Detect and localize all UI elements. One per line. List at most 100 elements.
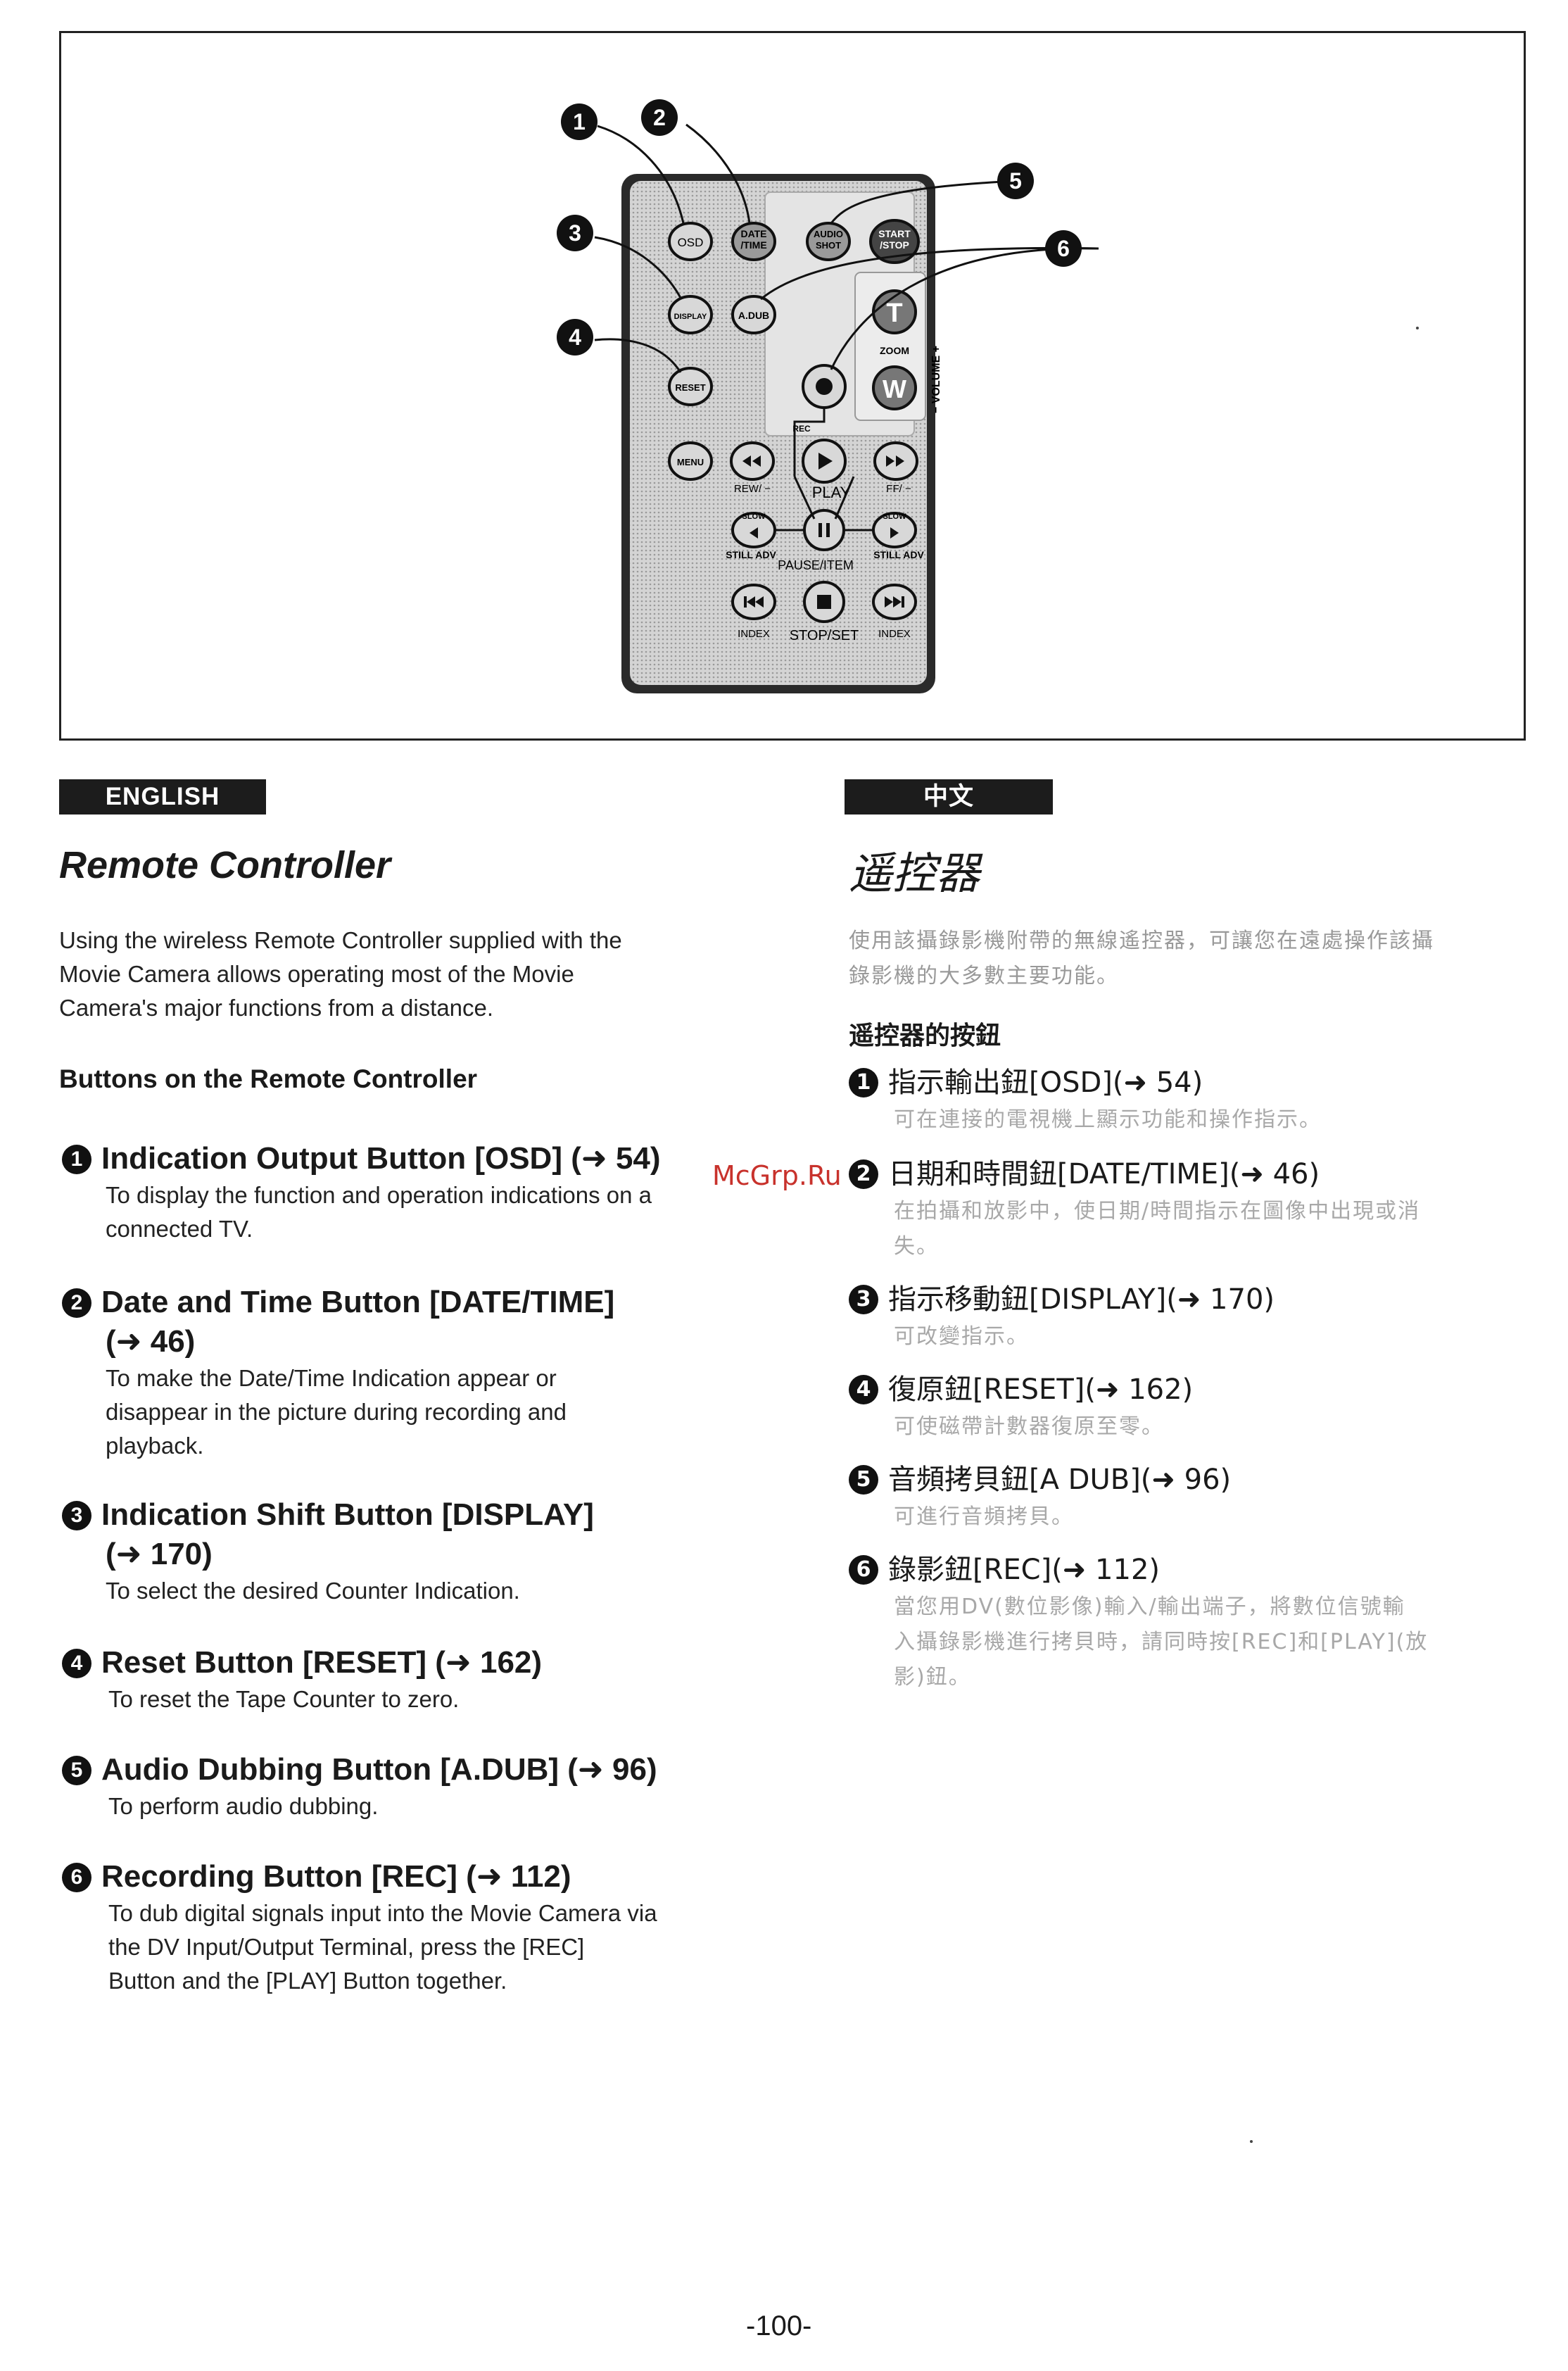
chinese-intro: 使用該攝錄影機附帶的無線遙控器，可讓您在遠處操作該攝 錄影機的大多數主要功能。 (849, 924, 1434, 994)
start-stop-button: START /STOP (869, 219, 920, 264)
svg-text:3: 3 (569, 220, 581, 246)
item-desc-line: 可改變指示。 (894, 1324, 1029, 1349)
item-title: 指示輸出鈕[OSD](➜ 54) (888, 1067, 1203, 1099)
stop-button (803, 581, 845, 623)
osd-button: OSD (668, 222, 713, 261)
svg-text:RESET: RESET (675, 382, 705, 393)
rew-button (730, 441, 775, 481)
date-time-button: DATE /TIME (731, 222, 776, 261)
play-button (802, 439, 847, 484)
item-title: Indication Shift Button [DISPLAY] (101, 1497, 594, 1532)
callout-5: 5 (997, 163, 1034, 199)
index-next-button (872, 584, 917, 620)
ff-button (873, 441, 918, 481)
reset-button: RESET (668, 367, 713, 406)
item-number-badge: 3 (62, 1501, 91, 1530)
item-desc-line: To display the function and operation in… (106, 1182, 652, 1208)
chinese-item-reset: 4 復原鈕[RESET](➜ 162) 可使磁帶計數器復原至零。 (849, 1370, 1193, 1445)
svg-text:/TIME: /TIME (740, 239, 766, 251)
adub-button: A.DUB (731, 295, 776, 334)
item-title: 復原鈕[RESET](➜ 162) (888, 1373, 1194, 1406)
chinese-section-tab: 中文 (845, 779, 1053, 815)
chinese-intro-line: 錄影機的大多數主要功能。 (849, 964, 1119, 988)
item-title: Reset Button [RESET] (➜ 162) (101, 1645, 543, 1680)
callout-leaders (594, 123, 1099, 373)
item-desc-line: 可進行音頻拷貝。 (894, 1504, 1074, 1529)
item-desc-line: 失。 (894, 1234, 939, 1259)
slow-fwd-button: SLOW (872, 512, 917, 548)
item-title-cont: (➜ 46) (106, 1324, 196, 1359)
svg-text:6: 6 (1057, 236, 1070, 261)
item-title: Date and Time Button [DATE/TIME] (101, 1285, 615, 1319)
item-number-badge: 2 (849, 1159, 878, 1189)
chinese-title: 遥控器 (849, 848, 980, 899)
item-number-badge: 6 (62, 1863, 91, 1892)
stop-set-label: STOP/SET (790, 628, 859, 643)
item-desc-line: Button and the [PLAY] Button together. (108, 1968, 507, 1994)
svg-text:1: 1 (573, 109, 586, 134)
page-number: -100- (746, 2310, 812, 2341)
svg-text:T: T (886, 298, 902, 328)
english-subhead: Buttons on the Remote Controller (59, 1064, 478, 1093)
still-adv-right-label: STILL ADV (873, 549, 924, 560)
zoom-label: ZOOM (880, 345, 909, 356)
english-intro-line: Using the wireless Remote Controller sup… (59, 927, 622, 953)
item-title: Recording Button [REC] (➜ 112) (101, 1859, 571, 1894)
svg-text:AUDIO: AUDIO (814, 229, 843, 239)
item-desc-line: To perform audio dubbing. (108, 1793, 379, 1819)
item-desc-line: 影)鈕。 (894, 1665, 971, 1690)
svg-text:/STOP: /STOP (880, 239, 909, 251)
remote-controller-illustration: OSD DATE /TIME AUDIO SHOT START /STOP DI… (557, 99, 1099, 693)
svg-text:START: START (878, 228, 911, 239)
figure-frame: OSD DATE /TIME AUDIO SHOT START /STOP DI… (59, 31, 1526, 741)
menu-button: MENU (668, 441, 713, 481)
english-section-tab: ENGLISH (59, 779, 266, 815)
item-desc-line: To reset the Tape Counter to zero. (108, 1686, 460, 1712)
item-desc-line: connected TV. (106, 1216, 253, 1242)
item-desc-line: 在拍攝和放影中，使日期/時間指示在圖像中出現或消 (894, 1199, 1421, 1224)
pause-item-label: PAUSE/ITEM (778, 558, 854, 572)
item-desc-line: playback. (106, 1433, 204, 1459)
callout-4: 4 (557, 319, 593, 356)
scan-speck (1250, 2140, 1253, 2143)
svg-text:SLOW: SLOW (742, 512, 766, 521)
item-number-badge: 4 (849, 1375, 878, 1404)
item-title-cont: (➜ 170) (106, 1537, 213, 1571)
item-number-badge: 6 (849, 1555, 878, 1585)
item-desc-line: 當您用DV(數位影像)輸入/輸出端子，將數位信號輸 (894, 1595, 1405, 1619)
svg-text:5: 5 (1009, 168, 1022, 194)
volume-label: − VOLUME + (930, 346, 942, 413)
svg-text:W: W (883, 375, 906, 403)
rec-button (802, 364, 847, 409)
watermark-text: McGrp.Ru (712, 1160, 842, 1191)
index-left-label: INDEX (738, 628, 770, 640)
item-title: Audio Dubbing Button [A.DUB] (➜ 96) (101, 1752, 657, 1787)
item-desc-line: the DV Input/Output Terminal, press the … (108, 1934, 585, 1960)
ff-label: FF/ − (886, 483, 911, 495)
zoom-w-button: W (872, 365, 917, 410)
item-desc-line: 可在連接的電視機上顯示功能和操作指示。 (894, 1107, 1322, 1132)
slow-rev-button: SLOW (731, 512, 776, 548)
audio-shot-button: AUDIO SHOT (806, 222, 851, 261)
item-desc-line: 入攝錄影機進行拷貝時，請同時按[REC]和[PLAY](放 (894, 1630, 1429, 1654)
english-title: Remote Controller (59, 844, 391, 886)
callout-1: 1 (561, 103, 598, 140)
item-title: 錄影鈕[REC](➜ 112) (888, 1554, 1160, 1586)
pause-button (803, 509, 845, 551)
item-desc-line: To make the Date/Time Indication appear … (106, 1365, 557, 1391)
svg-text:SLOW: SLOW (883, 512, 907, 521)
svg-text:SHOT: SHOT (816, 240, 841, 251)
english-intro: Using the wireless Remote Controller sup… (59, 924, 622, 1025)
rec-label: REC (792, 424, 811, 434)
callout-3: 3 (557, 215, 593, 251)
item-title: 指示移動鈕[DISPLAY](➜ 170) (888, 1283, 1275, 1316)
item-desc-line: 可使磁帶計數器復原至零。 (894, 1414, 1164, 1439)
svg-text:MENU: MENU (677, 457, 704, 467)
